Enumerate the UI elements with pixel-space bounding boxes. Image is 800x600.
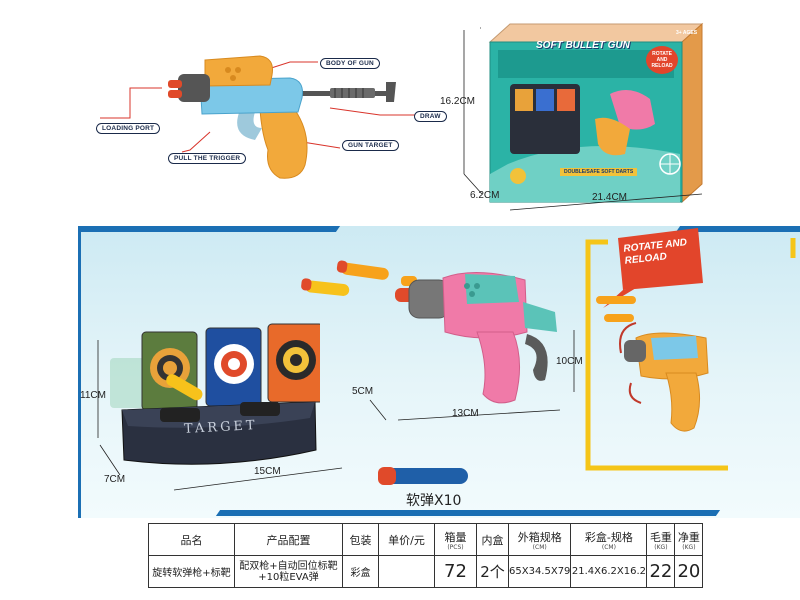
- dart-count-label: 软弹X10: [406, 493, 462, 509]
- label-pull-trigger: PULL THE TRIGGER: [168, 153, 247, 164]
- blue-stripe: [78, 226, 341, 232]
- gun-diagram: [100, 55, 415, 179]
- gun-length-dim: 13CM: [452, 408, 479, 419]
- gun-body-blue: [199, 77, 303, 115]
- header-outer-spec-label: 外箱规格: [517, 530, 562, 544]
- cell-color-box-spec: 21.4X6.2X16.2: [570, 555, 648, 588]
- box-dimension-lines: [463, 30, 703, 211]
- header-carton-qty-label: 箱量: [444, 530, 467, 544]
- flying-darts: [301, 260, 389, 296]
- package-box: [480, 22, 704, 204]
- scene-dimension-lines: [97, 330, 575, 491]
- header-net-weight-label: 净重: [677, 530, 700, 544]
- label-body-of-gun: BODY OF GUN: [320, 58, 380, 69]
- header-color-box-spec: 彩盒-规格(CM): [570, 523, 648, 556]
- dart-in-target: [166, 374, 203, 401]
- dart-tip: [168, 80, 182, 88]
- loose-dart: [378, 467, 468, 485]
- box-badge: ROTATE AND RELOAD: [646, 46, 678, 74]
- label-gun-target: GUN TARGET: [342, 140, 399, 151]
- dart: [336, 260, 389, 280]
- dart-tip: [168, 90, 182, 98]
- spec-table: 品名 产品配置 包装 单价/元 箱量(PCS) 内盒 外箱规格(CM) 彩盒-规…: [148, 523, 704, 588]
- target-stand: [110, 323, 320, 465]
- cell-net-weight: 20: [674, 555, 704, 588]
- main-gun: [395, 272, 557, 404]
- inset-gun: [596, 296, 709, 432]
- label-loading-port: LOADING PORT: [96, 123, 161, 134]
- cell-outer-spec: 65X34.5X79: [507, 555, 572, 588]
- scene-left-edge: [78, 226, 81, 518]
- gun-rod: [295, 82, 396, 102]
- cell-inner-box: 2个: [476, 555, 509, 588]
- cell-package: 彩盒: [342, 555, 379, 588]
- table-row: 旋转软弹枪+标靶 配双枪+自动回位标靶+10粒EVA弹 彩盒 72 2个 65X…: [148, 555, 704, 588]
- header-carton-qty-unit: (PCS): [447, 543, 464, 551]
- box-depth-dim: 6.2CM: [470, 190, 500, 201]
- box-ages-text: 3+ AGES: [676, 30, 698, 36]
- header-name: 品名: [148, 523, 235, 556]
- header-gross-weight-label: 毛重: [649, 530, 672, 544]
- cell-name: 旋转软弹枪+标靶: [148, 555, 235, 588]
- gun-handle: [259, 109, 308, 179]
- header-unit-price: 单价/元: [378, 523, 435, 556]
- gun-barrel: [178, 74, 210, 102]
- header-gross-weight: 毛重(KG): [646, 523, 676, 556]
- cell-gross-weight: 22: [646, 555, 676, 588]
- table-header-row: 品名 产品配置 包装 单价/元 箱量(PCS) 内盒 外箱规格(CM) 彩盒-规…: [148, 523, 704, 556]
- header-color-box-unit: (CM): [601, 543, 616, 551]
- header-config: 产品配置: [234, 523, 343, 556]
- header-inner-box: 内盒: [476, 523, 509, 556]
- box-brand-text: SOFT BULLET GUN: [536, 40, 630, 51]
- cell-carton-qty: 72: [434, 555, 477, 588]
- header-color-box-label: 彩盒-规格: [584, 530, 633, 544]
- header-outer-spec: 外箱规格(CM): [507, 523, 572, 556]
- header-net-weight-unit: (KG): [682, 543, 696, 551]
- header-net-weight: 净重(KG): [674, 523, 704, 556]
- gun-height-dim: 10CM: [556, 356, 583, 367]
- box-width-dim: 21.4CM: [592, 192, 628, 203]
- gun-trigger: [237, 110, 262, 140]
- header-outer-spec-unit: (CM): [532, 543, 547, 551]
- box-bottom-text: DOUBLE/SAFE SOFT DARTS: [560, 168, 638, 176]
- blue-stripe: [215, 510, 721, 516]
- header-gross-weight-unit: (KG): [654, 543, 668, 551]
- target-height-dim: 11CM: [80, 390, 106, 401]
- cell-unit-price: [378, 555, 435, 588]
- label-draw: DRAW: [414, 111, 447, 122]
- target-depth-dim: 7CM: [104, 474, 126, 485]
- header-package: 包装: [342, 523, 379, 556]
- dart: [301, 278, 350, 296]
- header-carton-qty: 箱量(PCS): [434, 523, 477, 556]
- target-width-dim: 15CM: [254, 466, 281, 477]
- cell-config: 配双枪+自动回位标靶+10粒EVA弹: [234, 555, 343, 588]
- box-height-dim: 16.2CM: [440, 96, 476, 107]
- gun-depth-dim: 5CM: [352, 386, 374, 397]
